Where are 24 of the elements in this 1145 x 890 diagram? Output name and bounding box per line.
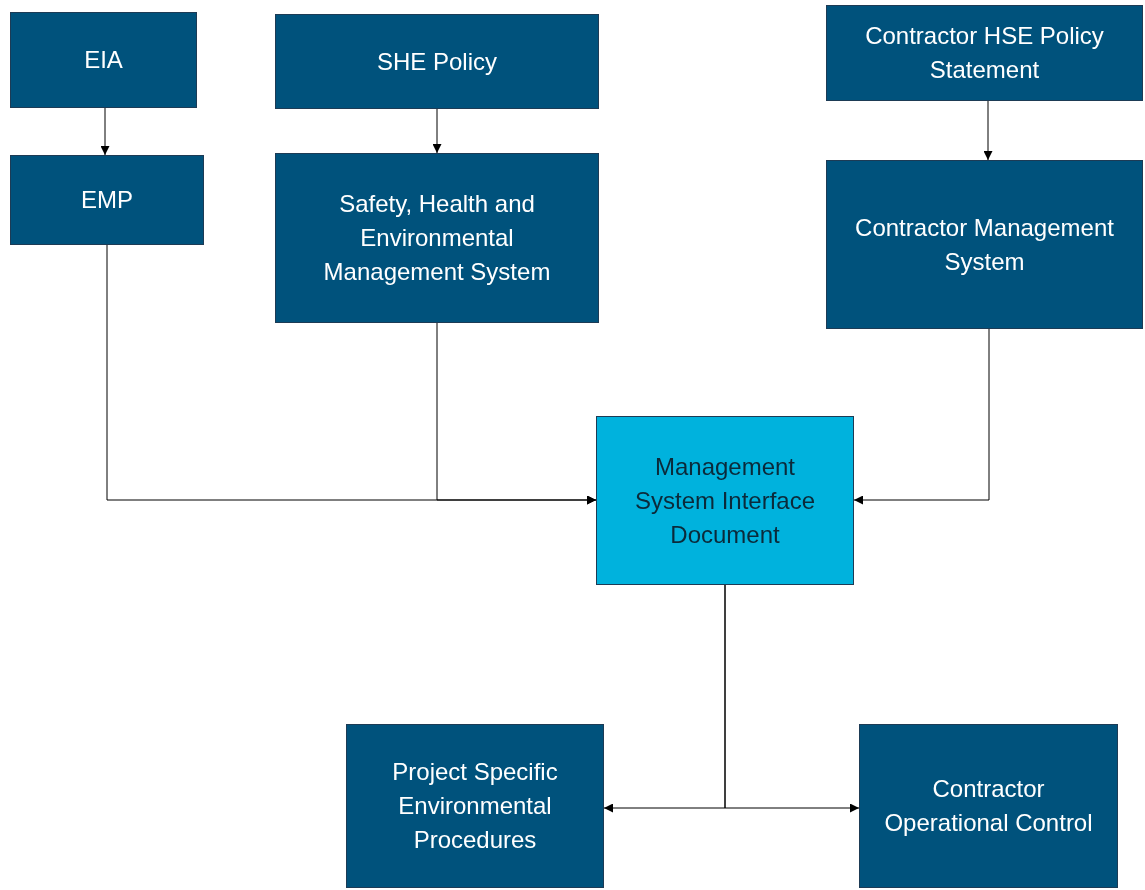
process-box	[826, 5, 1143, 101]
box-label: SHE Policy	[376, 46, 497, 77]
connector-arrow	[724, 584, 860, 813]
process-box	[596, 416, 854, 585]
box-label: Safety, Health and Environmental Management System	[322, 189, 552, 287]
box-label: Contractor Management System	[854, 212, 1115, 277]
connector-arrow	[432, 108, 442, 154]
process-box	[10, 155, 204, 245]
box-label: Contractor HSE Policy Statement	[864, 21, 1105, 85]
connector-arrow	[853, 328, 990, 505]
process-box	[275, 14, 599, 109]
process-box	[10, 12, 197, 108]
box-label: Project Specific Environmental Procedures	[391, 757, 559, 855]
box-label: Contractor Operational Control	[884, 774, 1093, 838]
process-box	[859, 724, 1118, 888]
process-box	[346, 724, 604, 888]
box-label: EIA	[84, 45, 123, 75]
box-label: EMP	[81, 185, 133, 215]
box-label: Management System Interface Document	[633, 451, 817, 550]
connector-arrow	[983, 100, 993, 161]
process-box	[275, 153, 599, 323]
process-box	[826, 160, 1143, 329]
connector-arrow	[100, 107, 110, 156]
connector-arrow	[436, 322, 597, 505]
